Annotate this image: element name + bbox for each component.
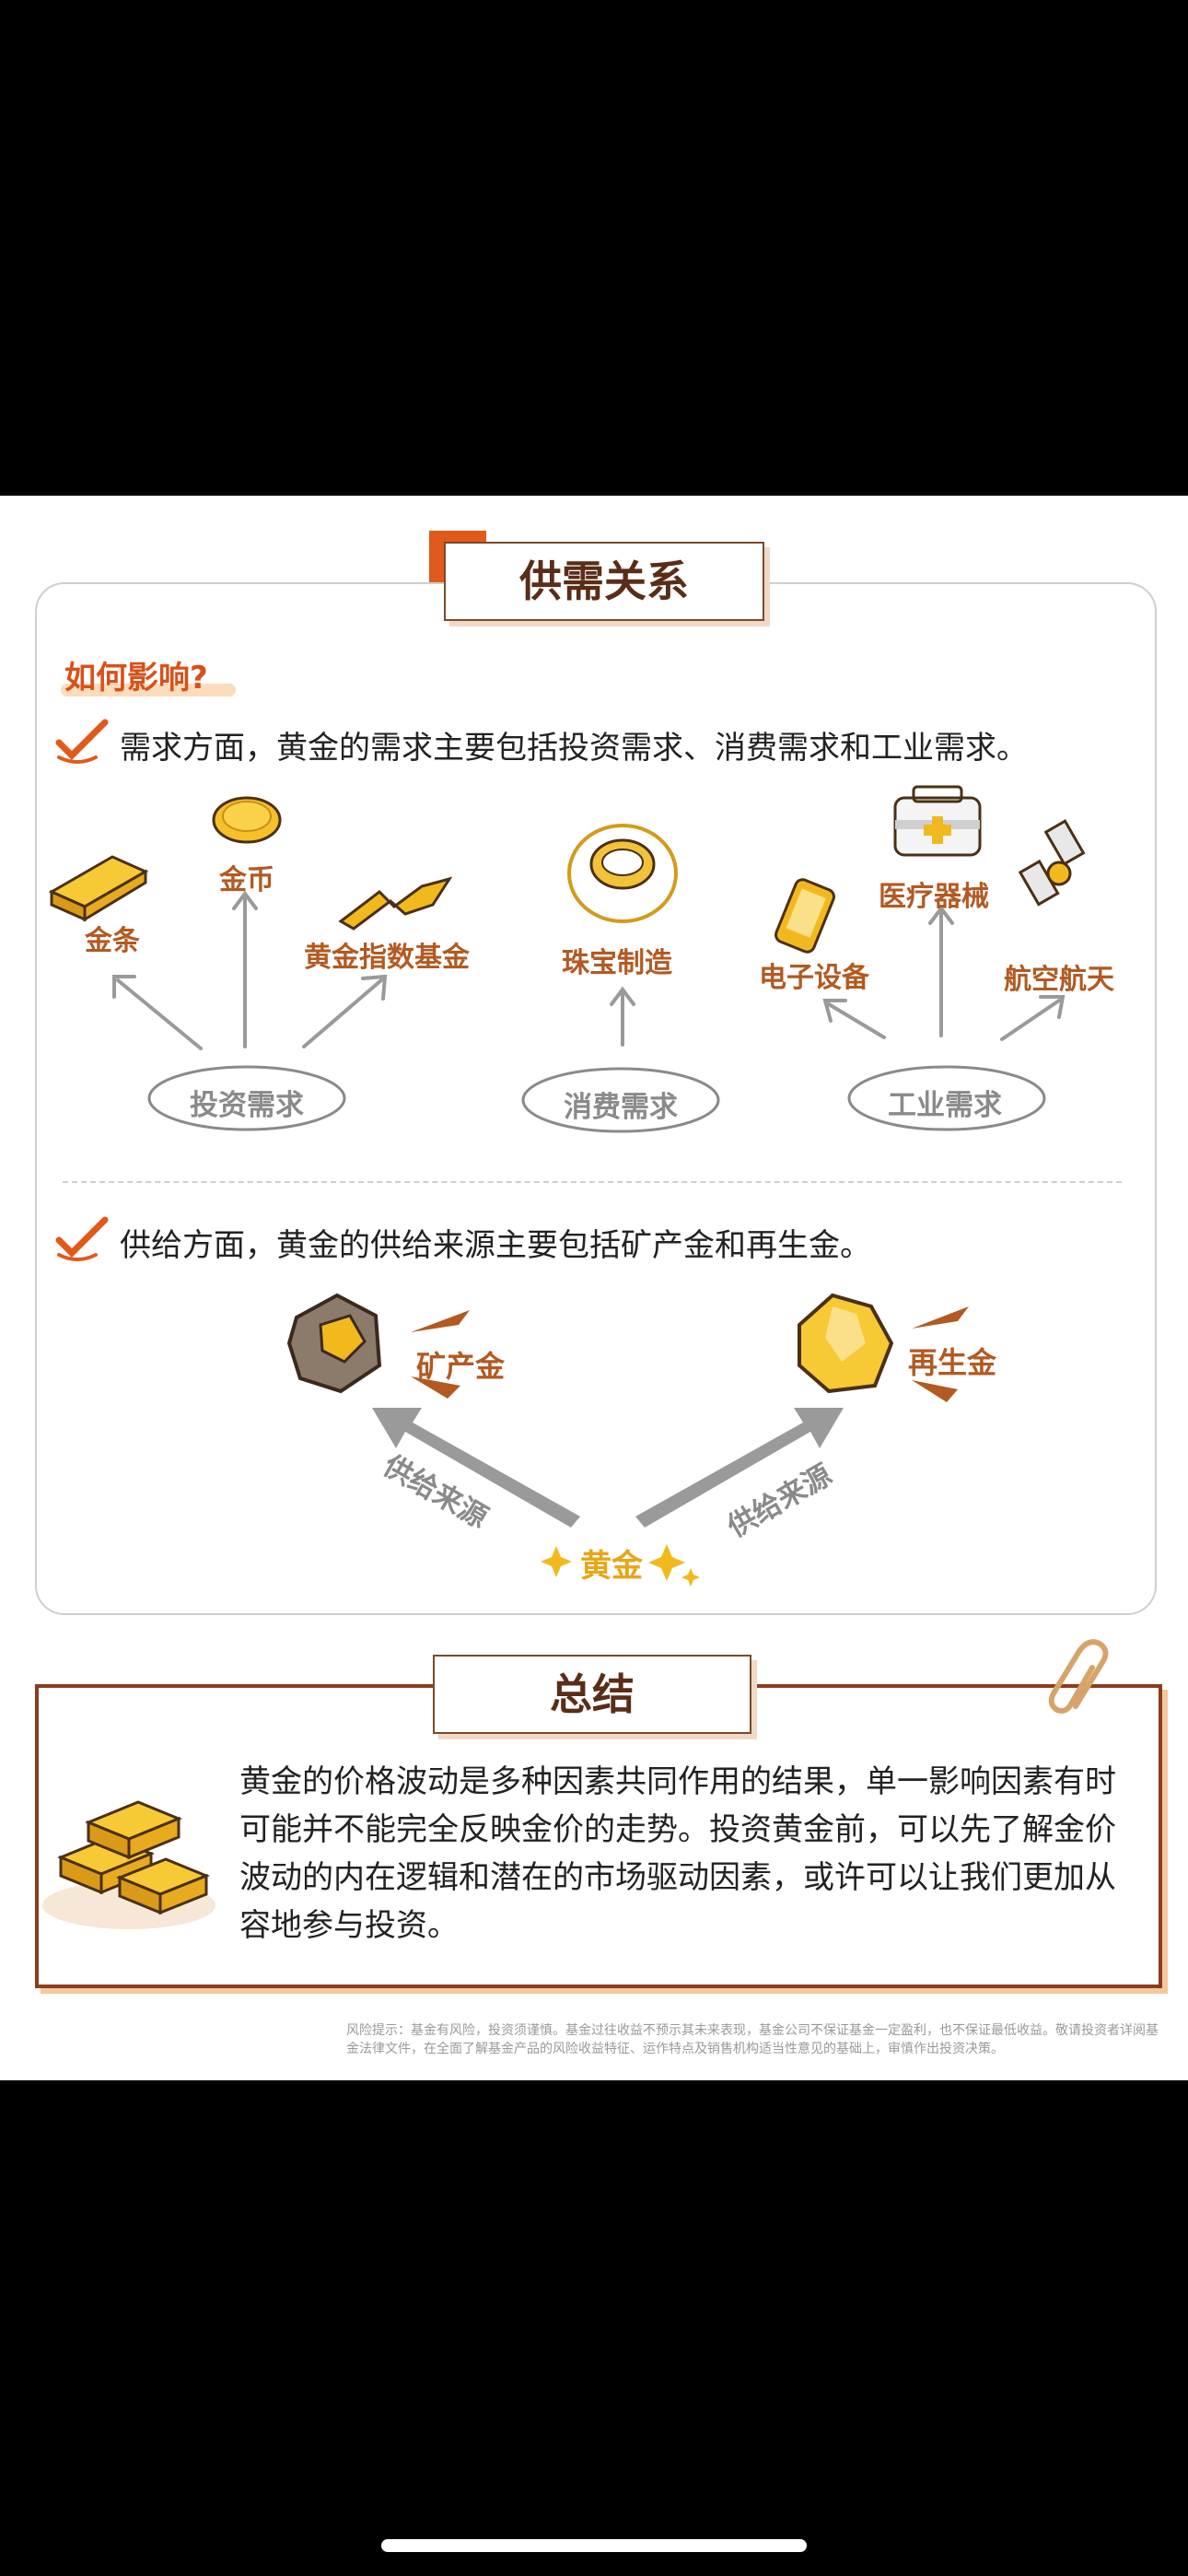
satellite-icon bbox=[1018, 819, 1086, 907]
home-indicator[interactable] bbox=[381, 2539, 807, 2552]
how-heading-highlight bbox=[61, 684, 236, 697]
index-chart-icon bbox=[338, 876, 453, 931]
item-mined-gold: 矿产金 bbox=[416, 1349, 506, 1384]
item-recycled-gold: 再生金 bbox=[908, 1345, 997, 1380]
gold-bars-stack-icon bbox=[42, 1800, 215, 1929]
summary-text: 黄金的价格波动是多种因素共同作用的结果，单一影响因素有时可能并不能完全反映金价的… bbox=[239, 1763, 1116, 1944]
article-content: 5 供需关系 如何影响? 需求方面，黄金的需求主要包括投资需求、消费需求和工业需… bbox=[0, 496, 1188, 2080]
item-gold-coin: 金币 bbox=[219, 864, 274, 896]
item-aerospace: 航空航天 bbox=[1004, 964, 1114, 996]
sparkle-icon bbox=[541, 1544, 700, 1587]
item-gold-index-fund: 黄金指数基金 bbox=[304, 942, 470, 974]
divider bbox=[63, 1181, 1122, 1183]
supply-diagram bbox=[286, 1293, 969, 1587]
supply-sentence: 供给方面，黄金的供给来源主要包括矿产金和再生金。 bbox=[120, 1227, 871, 1264]
item-jewelry: 珠宝制造 bbox=[562, 947, 672, 979]
risk-notice: 风险提示：基金有风险，投资须谨慎。基金过往收益不预示其未来表现，基金公司不保证基… bbox=[346, 2023, 1159, 2056]
demand-diagram bbox=[48, 785, 1086, 1133]
summary-decor bbox=[42, 1639, 1109, 1929]
how-heading: 如何影响? bbox=[64, 660, 208, 697]
gold-ore-icon bbox=[286, 1293, 382, 1394]
check-icon bbox=[55, 719, 109, 764]
item-electronics: 电子设备 bbox=[759, 962, 869, 994]
industry-demand-label: 工业需求 bbox=[888, 1089, 1002, 1122]
gold-bar-icon bbox=[48, 855, 149, 922]
ring-icon bbox=[567, 824, 678, 923]
gold-nugget-icon bbox=[798, 1293, 894, 1394]
phone-icon bbox=[775, 878, 835, 954]
gold-center-label: 黄金 bbox=[580, 1548, 643, 1585]
item-gold-bar: 金条 bbox=[85, 925, 140, 957]
investment-demand-label: 投资需求 bbox=[190, 1089, 304, 1122]
paperclip-icon bbox=[1048, 1639, 1109, 1714]
summary-title: 总结 bbox=[433, 1655, 751, 1734]
demand-sentence: 需求方面，黄金的需求主要包括投资需求、消费需求和工业需求。 bbox=[120, 730, 1028, 767]
gold-coin-icon bbox=[212, 796, 282, 844]
section-title: 供需关系 bbox=[444, 542, 764, 621]
check-icon bbox=[55, 1216, 109, 1261]
medical-kit-icon bbox=[893, 785, 982, 857]
item-medical: 医疗器械 bbox=[879, 881, 989, 913]
consumption-demand-label: 消费需求 bbox=[564, 1091, 678, 1124]
